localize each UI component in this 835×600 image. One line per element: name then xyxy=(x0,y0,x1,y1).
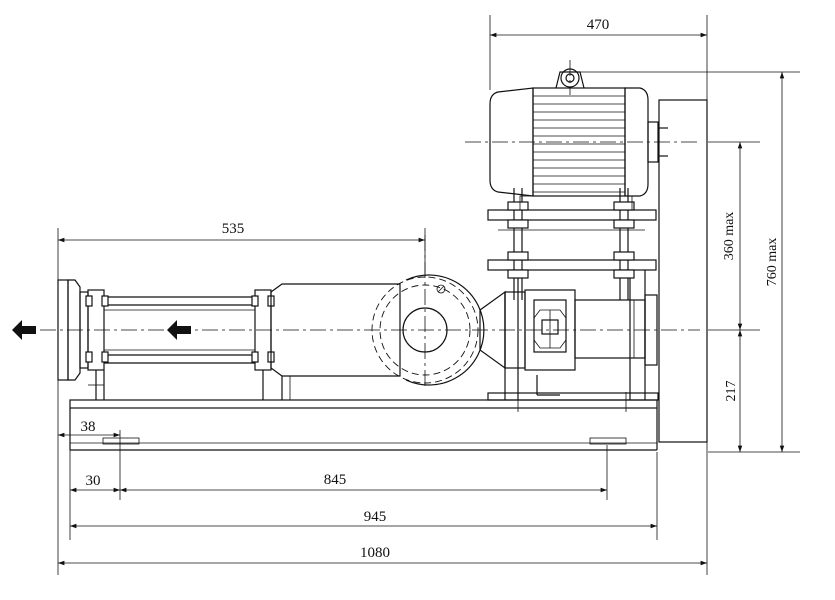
svg-text:1080: 1080 xyxy=(360,545,390,561)
dimension-base-offset-30: 30 xyxy=(69,450,120,540)
left-arrow-icon xyxy=(12,320,36,340)
svg-text:470: 470 xyxy=(587,17,610,33)
svg-text:217: 217 xyxy=(724,381,739,402)
svg-text:845: 845 xyxy=(324,472,347,488)
dimension-base-length: 945 xyxy=(70,452,658,540)
drive-frame xyxy=(487,209,659,401)
dimension-overall-height: 760 max xyxy=(580,71,800,452)
dimension-motor-width: 470 xyxy=(489,15,708,100)
svg-text:360 max: 360 max xyxy=(722,212,737,261)
svg-text:760 max: 760 max xyxy=(765,238,780,287)
pump-casing xyxy=(270,283,401,400)
base-frame xyxy=(69,399,658,451)
svg-text:38: 38 xyxy=(81,419,96,435)
svg-text:535: 535 xyxy=(222,221,245,237)
left-arrow-icon xyxy=(167,320,191,340)
dimension-bolt-span: 845 xyxy=(120,445,608,500)
motor-cooling-fins xyxy=(533,95,625,193)
center-lines xyxy=(40,60,700,390)
motor xyxy=(489,87,668,211)
stator-tube xyxy=(104,289,272,400)
dimension-shaft-height: 217 xyxy=(708,329,800,453)
dimension-motor-height: 360 max xyxy=(708,141,760,330)
outlet-flange xyxy=(57,279,105,400)
adjusting-studs xyxy=(507,188,635,412)
dimension-discharge-length: 535 xyxy=(57,221,426,280)
svg-text:30: 30 xyxy=(86,473,101,489)
svg-text:945: 945 xyxy=(364,509,387,525)
pulley-guard xyxy=(658,99,708,443)
dimension-overall-length: 1080 xyxy=(57,380,708,575)
